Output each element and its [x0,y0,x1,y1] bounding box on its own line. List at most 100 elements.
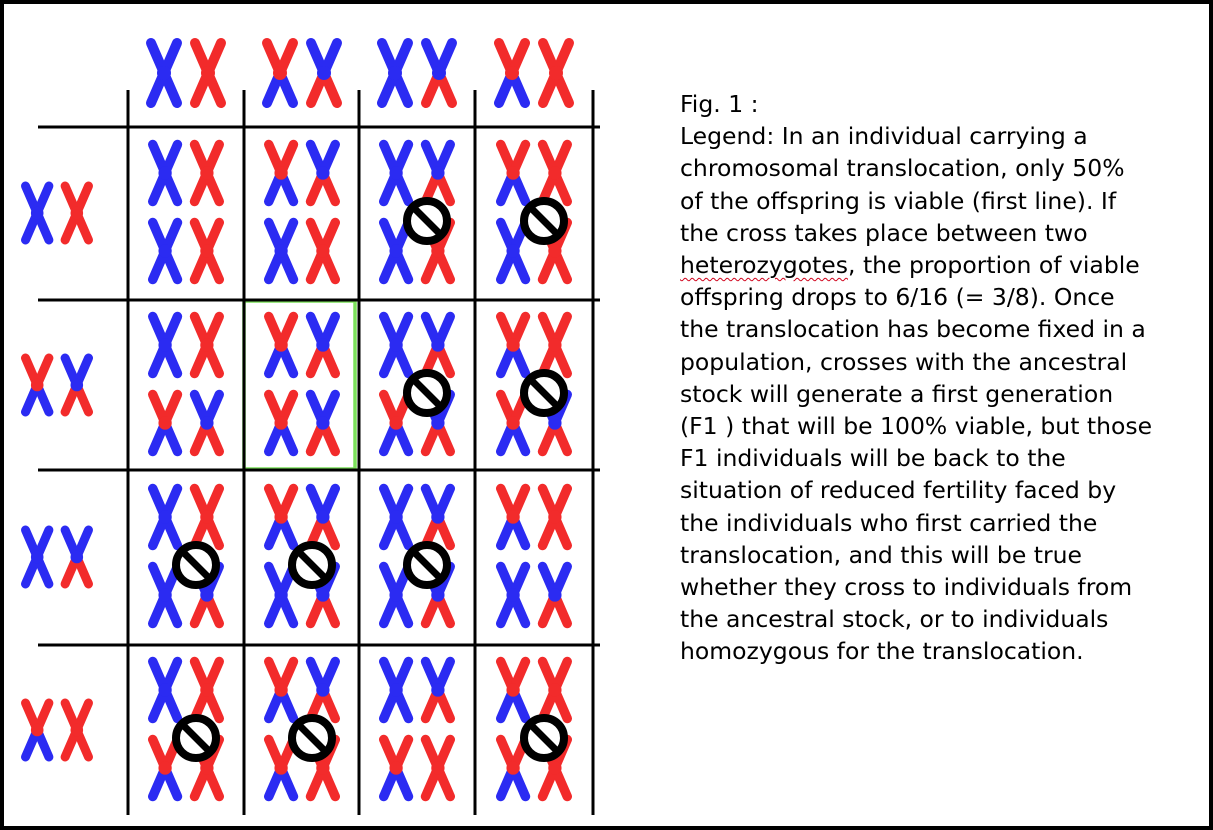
chromosome [501,223,526,280]
legend-line: Legend: In an individual carrying a [680,120,1205,152]
nonviable-symbol [292,545,332,585]
chromosome [311,662,336,719]
chromosome [269,395,294,452]
punnett-cell [153,317,220,452]
chromosome [153,567,178,624]
legend-line: the individuals who first carried the [680,507,1205,539]
chromosome [153,395,178,452]
punnett-cell [384,489,451,624]
legend-line: F1 individuals will be back to the [680,442,1205,474]
offspring-gamete-top [501,145,568,202]
column-header-gamete [382,43,452,103]
offspring-gamete-top [153,662,220,719]
chromosome [384,317,409,374]
offspring-gamete-top [269,662,336,719]
chromosome [501,489,526,546]
chromosome [311,395,336,452]
chromosome [195,43,221,103]
chromosome [311,145,336,202]
legend-line: (F1 ) that will be 100% viable, but thos… [680,410,1205,442]
nonviable-symbol [407,373,447,413]
legend-line: of the offspring is viable (first line).… [680,185,1205,217]
legend-line: chromosomal translocation, only 50% [680,152,1205,184]
column-header-gamete [151,43,221,103]
chromosome [501,662,526,719]
offspring-gamete-top [153,489,220,546]
chromosome [153,223,178,280]
offspring-gamete-top [269,489,336,546]
nonviable-symbol [407,201,447,241]
chromosome [384,567,409,624]
chromosome [543,317,568,374]
chromosome [384,395,409,452]
punnett-cell [384,317,451,452]
nonviable-symbol [407,545,447,585]
figure-title: Fig. 1 : [680,88,1205,120]
chromosome [269,223,294,280]
punnett-cell [153,489,220,624]
chromosome [269,489,294,546]
chromosome [26,358,49,412]
chromosome [384,223,409,280]
legend-line: whether they cross to individuals from [680,571,1205,603]
chromosome [501,317,526,374]
row-header-gamete [26,530,89,584]
chromosome [65,358,88,412]
offspring-gamete-top [384,662,451,719]
chromosome [384,662,409,719]
chromosome [195,223,220,280]
chromosome [501,395,526,452]
offspring-gamete-bottom [269,223,336,280]
punnett-cell [153,145,220,280]
chromosome [153,662,178,719]
legend-line: homozygous for the translocation. [680,635,1205,667]
chromosome [269,567,294,624]
chromosome [153,145,178,202]
offspring-gamete-bottom [269,395,336,452]
chromosome [195,145,220,202]
chromosome [426,145,451,202]
offspring-gamete-top [153,145,220,202]
chromosome [543,489,568,546]
punnett-cell [384,662,451,797]
row-header-gamete [26,703,89,757]
chromosome [26,703,49,757]
punnett-cell [269,662,336,797]
legend-line: offspring drops to 6/16 (= 3/8). Once [680,281,1205,313]
nonviable-symbol [524,718,564,758]
chromosome [267,43,293,103]
offspring-gamete-top [501,662,568,719]
nonviable-symbol [292,718,332,758]
offspring-gamete-bottom [153,223,220,280]
chromosome [543,567,568,624]
punnett-square [0,0,640,830]
chromosome [426,740,451,797]
chromosome [153,317,178,374]
offspring-gamete-top [153,317,220,374]
chromosome [269,662,294,719]
chromosome [426,489,451,546]
chromosome [26,530,49,584]
nonviable-symbol [176,718,216,758]
nonviable-symbol [524,373,564,413]
highlighted-cell-border [244,301,355,469]
chromosome [153,489,178,546]
chromosome [543,43,569,103]
chromosome [153,740,178,797]
row-header-gamete [26,186,89,240]
chromosome [151,43,177,103]
offspring-gamete-bottom [384,740,451,797]
spellcheck-underline: heterozygotes [680,251,848,279]
row-header-gamete [26,358,89,412]
punnett-cell [501,662,568,797]
punnett-cell [384,145,451,280]
chromosome [426,43,452,103]
nonviable-symbol [524,201,564,241]
punnett-cell [501,489,568,624]
chromosome [501,145,526,202]
chromosome [382,43,408,103]
offspring-gamete-top [501,317,568,374]
chromosome [195,317,220,374]
legend-line: population, crosses with the ancestral [680,346,1205,378]
offspring-gamete-top [384,317,451,374]
